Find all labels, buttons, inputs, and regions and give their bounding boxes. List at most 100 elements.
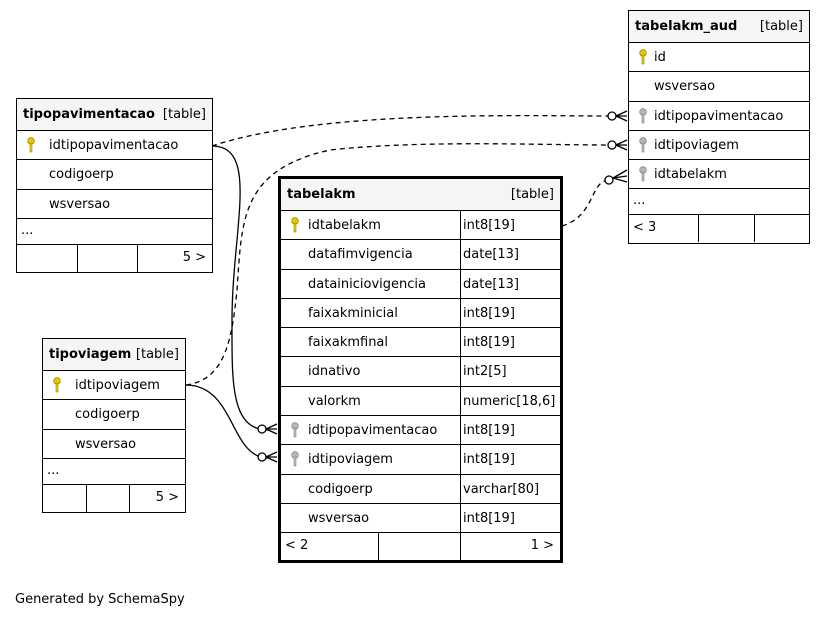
- table-tabelakm[interactable]: tabelakm [table] idtabelakm int8[19] dataf…: [278, 176, 563, 563]
- crowfoot-aud-idtabelakm: [604, 169, 628, 185]
- parents-count[interactable]: < 2: [285, 538, 309, 554]
- column-type: int8[19]: [463, 305, 515, 321]
- table-header: tipoviagem [table]: [43, 339, 185, 371]
- column-type: int8[19]: [463, 452, 515, 468]
- column-row[interactable]: idtabelakm: [629, 160, 809, 190]
- column-row[interactable]: codigoerp: [17, 160, 212, 190]
- column-row[interactable]: datainiciovigencia date[13]: [281, 269, 560, 299]
- column-name: faixakmfinal: [308, 335, 389, 351]
- more-columns[interactable]: ...: [43, 459, 185, 485]
- column-type: int2[5]: [463, 364, 507, 380]
- column-row[interactable]: wsversao: [43, 430, 185, 459]
- column-name: id: [654, 50, 666, 65]
- column-name: wsversao: [75, 436, 137, 452]
- table-tipopavimentacao[interactable]: tipopavimentacao [table] idtipopavimenta…: [16, 98, 213, 273]
- fk-line-tipoviagem-aud: [185, 143, 609, 386]
- column-name: wsversao: [49, 196, 111, 212]
- column-row[interactable]: idtabelakm int8[19]: [281, 211, 560, 241]
- column-row[interactable]: idtipoviagem int8[19]: [281, 445, 560, 475]
- table-type: [table]: [759, 19, 803, 34]
- column-name: faixakminicial: [308, 305, 398, 321]
- table-name: tipopavimentacao: [23, 107, 155, 122]
- column-type: int8[19]: [463, 218, 515, 233]
- more-columns[interactable]: ...: [629, 189, 809, 216]
- column-row[interactable]: codigoerp: [43, 400, 185, 430]
- primary-key-icon: [639, 49, 647, 65]
- foreign-key-icon: [639, 137, 647, 153]
- column-name: datafimvigencia: [308, 247, 413, 263]
- primary-key-icon: [27, 137, 35, 153]
- foreign-key-icon: [291, 451, 299, 467]
- more-columns[interactable]: ...: [17, 219, 212, 245]
- column-row[interactable]: wsversao int8[19]: [281, 503, 560, 534]
- table-footer: 5 >: [43, 484, 185, 512]
- column-name: wsversao: [654, 79, 716, 95]
- column-row[interactable]: wsversao: [17, 190, 212, 219]
- column-list: idtabelakm int8[19] datafimvigencia date[13…: [281, 211, 560, 534]
- generator-credit: Generated by SchemaSpy: [15, 592, 185, 607]
- column-name: idtipopavimentacao: [49, 138, 179, 153]
- column-type: int8[19]: [463, 335, 515, 351]
- column-type: numeric[18,6]: [463, 393, 556, 409]
- column-name: idtipoviagem: [654, 137, 739, 153]
- column-type: int8[19]: [463, 423, 515, 439]
- table-header: tipopavimentacao [table]: [17, 99, 212, 131]
- column-row[interactable]: codigoerp varchar[80]: [281, 474, 560, 504]
- table-footer: < 3: [629, 215, 809, 243]
- fk-line-tipopavimentacao-aud: [211, 114, 609, 147]
- column-name: idtabelakm: [654, 167, 727, 183]
- table-name: tabelakm: [287, 187, 356, 202]
- column-type: int8[19]: [463, 510, 515, 526]
- primary-key-icon: [291, 217, 299, 233]
- table-header: tabelakm_aud [table]: [629, 11, 809, 43]
- children-count[interactable]: 1 >: [530, 538, 554, 554]
- foreign-key-icon: [291, 422, 299, 438]
- column-type: varchar[80]: [463, 481, 540, 497]
- column-row[interactable]: faixakmfinal int8[19]: [281, 328, 560, 358]
- table-name: tipoviagem: [49, 347, 132, 362]
- table-footer: 5 >: [17, 244, 212, 272]
- column-row[interactable]: datafimvigencia date[13]: [281, 240, 560, 270]
- column-name: datainiciovigencia: [308, 276, 426, 292]
- column-row[interactable]: idtipoviagem: [43, 371, 185, 401]
- column-type: date[13]: [463, 276, 519, 292]
- crowfoot-tabelakm-idtipoviagem: [257, 451, 278, 463]
- parents-count[interactable]: < 3: [633, 220, 657, 236]
- column-name: idtipopavimentacao: [654, 108, 784, 124]
- crowfoot-aud-idtipoviagem: [607, 139, 628, 151]
- children-count[interactable]: 5 >: [182, 249, 206, 265]
- foreign-key-icon: [639, 166, 647, 182]
- column-name: idtabelakm: [308, 218, 381, 233]
- fk-line-tipoviagem-tabelakm: [185, 384, 269, 459]
- column-row[interactable]: id: [629, 43, 809, 73]
- column-row[interactable]: idtipoviagem: [629, 131, 809, 161]
- column-row[interactable]: idtipopavimentacao: [629, 102, 809, 131]
- column-row[interactable]: idtipopavimentacao: [17, 131, 212, 161]
- foreign-key-icon: [639, 107, 647, 123]
- column-name: idnativo: [308, 364, 361, 380]
- column-row[interactable]: faixakminicial int8[19]: [281, 298, 560, 329]
- table-type: [table]: [135, 347, 179, 362]
- column-row[interactable]: idtipopavimentacao int8[19]: [281, 416, 560, 446]
- fk-line-tabelakm-aud: [561, 179, 609, 227]
- column-name: wsversao: [308, 510, 370, 526]
- column-name: idtipopavimentacao: [308, 423, 438, 439]
- column-row[interactable]: wsversao: [629, 72, 809, 102]
- table-tipoviagem[interactable]: tipoviagem [table] idtipoviagem codigoer…: [42, 338, 186, 513]
- crowfoot-aud-idtipopavimentacao: [607, 110, 628, 122]
- column-row[interactable]: idnativo int2[5]: [281, 357, 560, 387]
- primary-key-icon: [53, 377, 61, 393]
- table-type: [table]: [162, 107, 206, 122]
- table-tabelakm-aud[interactable]: tabelakm_aud [table] id wsversao idtipop…: [628, 10, 810, 244]
- column-type: date[13]: [463, 247, 519, 263]
- column-name: idtipoviagem: [308, 452, 393, 468]
- column-name: codigoerp: [308, 481, 373, 497]
- table-type: [table]: [510, 187, 554, 202]
- column-row[interactable]: valorkm numeric[18,6]: [281, 386, 560, 417]
- children-count[interactable]: 5 >: [155, 489, 179, 505]
- crowfoot-tabelakm-idtipopavimentacao: [257, 423, 278, 435]
- table-header: tabelakm [table]: [281, 179, 560, 211]
- table-name: tabelakm_aud: [635, 19, 738, 34]
- column-name: valorkm: [308, 393, 361, 409]
